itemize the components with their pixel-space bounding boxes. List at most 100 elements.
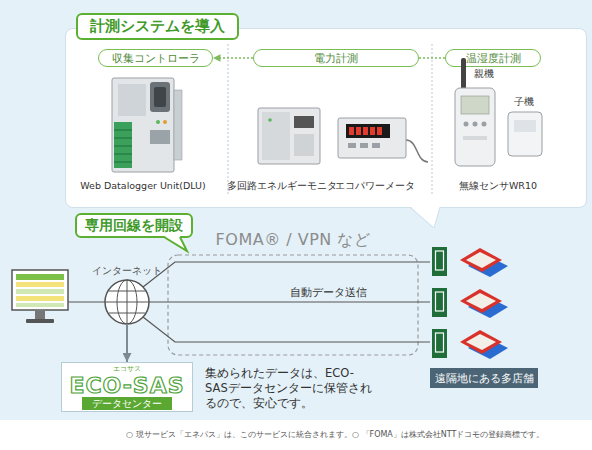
- region-heading: FOMA® / VPN など: [216, 230, 371, 250]
- store-shadow: [468, 255, 508, 277]
- product-item: Web Datalogger Unit(DLU): [76, 71, 210, 192]
- store-icon: [432, 247, 508, 277]
- base-grille: [463, 136, 487, 140]
- device-module: [262, 112, 290, 160]
- table-row: [16, 296, 64, 301]
- logo-ruby: エコサス: [113, 365, 141, 374]
- device-body: [258, 108, 320, 164]
- network-region: FOMA® / VPN など: [168, 230, 418, 355]
- meter-button: [360, 143, 368, 148]
- store-icon: [432, 329, 508, 359]
- base-button: [473, 122, 478, 127]
- store-wire: [149, 301, 430, 302]
- table-row: [16, 289, 64, 294]
- meter-button: [348, 143, 356, 148]
- monitor-stand: [35, 311, 45, 319]
- meter-cable: [406, 140, 428, 162]
- store-roof: [460, 248, 502, 272]
- logo-text: ECO-SAS: [69, 374, 184, 397]
- data-center-box: エコサスECO-SASデータセンター: [61, 362, 193, 412]
- store-shadow: [468, 296, 508, 318]
- display-digit: [377, 127, 382, 135]
- category-label: 電力計測: [314, 52, 358, 65]
- base-unit: [455, 88, 495, 166]
- device-body: [338, 118, 406, 158]
- connector-arrow: [126, 324, 128, 362]
- store-door: [436, 251, 444, 270]
- store-door: [436, 292, 444, 311]
- store-shadow: [468, 337, 508, 359]
- network-wire: [68, 301, 105, 302]
- base-button: [464, 122, 469, 127]
- connector-arrow: [213, 57, 253, 59]
- store-sign: [432, 288, 447, 317]
- store-icon: [432, 288, 508, 318]
- lan-port: [150, 130, 170, 144]
- meter-button: [372, 143, 380, 148]
- flow-label: 自動データ送信: [290, 286, 367, 299]
- wireless-sensor-illustration: [455, 58, 542, 166]
- device-body: [112, 78, 174, 172]
- product-caption: 多回路エネルギーモニタ: [227, 180, 337, 192]
- callout-heading: 専用回線を開設: [85, 217, 183, 234]
- panel-tail-edge: [410, 208, 440, 229]
- device-module: [294, 134, 314, 156]
- store-door: [436, 333, 444, 352]
- device-display: [346, 124, 390, 138]
- category-label: 温湿度計測: [466, 52, 521, 65]
- category-pill: 温湿度計測: [445, 49, 541, 67]
- footnote: ○ 「FOMA」は株式会社NTTドコモの登録商標です。: [352, 430, 544, 440]
- device-side: [174, 90, 182, 160]
- store-sign: [432, 329, 447, 358]
- category-label: 収集コントローラ: [112, 52, 200, 65]
- display-digit: [349, 127, 354, 135]
- datalogger-illustration: [112, 78, 182, 172]
- data-center-band: データセンター: [82, 397, 172, 410]
- base-screen: [461, 96, 489, 114]
- dsub-inner: [154, 87, 166, 107]
- sub-window: [514, 120, 536, 132]
- category-pill: 電力計測: [253, 49, 419, 67]
- globe-outline: [105, 280, 149, 324]
- globe-parallel: [109, 291, 145, 313]
- node-label: インターネット: [92, 265, 162, 277]
- globe-meridian: [127, 280, 128, 324]
- product-item: エコパワーメータ: [336, 101, 414, 192]
- footnote: ○ 現サービス「エネパス」は、このサービスに統合されます。: [126, 430, 352, 440]
- product-item: 無線センサWR10: [451, 61, 545, 192]
- store-roof-inner: [466, 252, 496, 268]
- store-roof-inner: [466, 334, 496, 350]
- device-label-area: [118, 84, 146, 116]
- table-header: [16, 274, 64, 280]
- measurement-panel: 計測システムを導入収集コントローラ電力計測温湿度計測Web Datalogger…: [65, 28, 587, 208]
- store-roof: [460, 330, 502, 354]
- monitor-base: [26, 319, 54, 323]
- pill-tail: [164, 236, 187, 251]
- antenna: [461, 58, 466, 90]
- store-roof: [460, 289, 502, 313]
- store-wire: [143, 317, 430, 342]
- energy-monitor-illustration: [258, 108, 320, 164]
- category-pill: 収集コントローラ: [98, 49, 213, 67]
- panel-tail: [410, 206, 440, 228]
- network-region: [168, 255, 418, 355]
- globe-meridian: [117, 280, 137, 324]
- monitor-screen: [12, 270, 68, 310]
- base-button: [482, 122, 487, 127]
- status-led: [156, 120, 160, 124]
- device-display: [294, 116, 314, 128]
- store-roof-inner: [466, 293, 496, 309]
- store-wire: [143, 262, 430, 287]
- product-caption: 無線センサWR10: [459, 180, 537, 192]
- product-caption: エコパワーメータ: [335, 180, 415, 192]
- terminal-lines: [114, 130, 132, 162]
- internet-node: インターネット: [92, 265, 162, 324]
- globe-parallel: [105, 302, 149, 303]
- callout-pill: 専用回線を開設: [75, 213, 193, 238]
- display-digit: [370, 127, 375, 135]
- product-caption: Web Datalogger Unit(DLU): [80, 180, 206, 192]
- store-sign: [432, 247, 447, 276]
- description-text: 集められたデータは、ECO-SASデータセンターに保管されるので、安心です。: [205, 366, 373, 411]
